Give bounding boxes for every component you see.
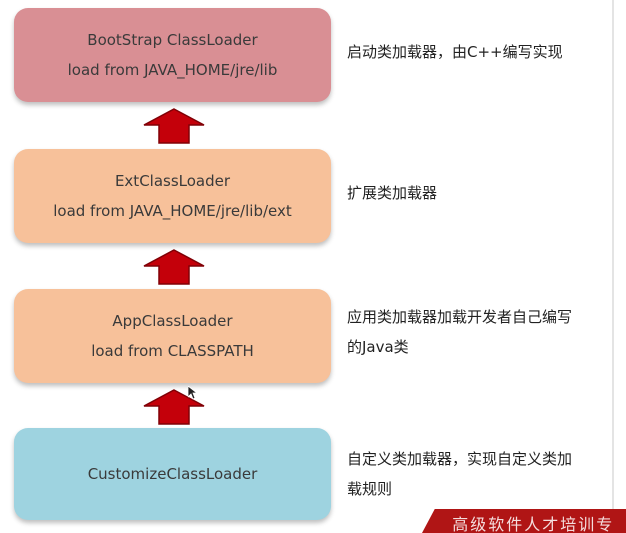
app-classloader-note: 应用类加载器加载开发者自己编写 的Java类: [347, 302, 612, 362]
note-line: 应用类加载器加载开发者自己编写: [347, 308, 573, 326]
customize-classloader-name: CustomizeClassLoader: [87, 465, 258, 483]
watermark-text: 高级软件人才培训专: [452, 515, 615, 533]
up-arrow-icon: [143, 389, 205, 425]
ext-classloader-name: ExtClassLoader: [114, 172, 231, 190]
bootstrap-classloader-box: BootStrap ClassLoader load from JAVA_HOM…: [14, 8, 331, 102]
up-arrow-icon: [143, 108, 205, 144]
bootstrap-classloader-name: BootStrap ClassLoader: [87, 31, 258, 49]
watermark-banner: 高级软件人才培训专: [422, 509, 626, 533]
bootstrap-classloader-detail: load from JAVA_HOME/jre/lib: [67, 61, 278, 79]
note-line: 载规则: [347, 480, 393, 498]
ext-classloader-note: 扩展类加载器: [347, 178, 612, 208]
app-classloader-detail: load from CLASSPATH: [91, 342, 254, 360]
ext-classloader-detail: load from JAVA_HOME/jre/lib/ext: [53, 202, 292, 220]
app-classloader-name: AppClassLoader: [112, 312, 233, 330]
bootstrap-classloader-note: 启动类加载器，由C++编写实现: [347, 37, 612, 67]
note-line: 的Java类: [347, 338, 409, 356]
up-arrow-icon: [143, 249, 205, 285]
note-line: 扩展类加载器: [347, 184, 438, 202]
app-classloader-box: AppClassLoader load from CLASSPATH: [14, 289, 331, 383]
customize-classloader-box: CustomizeClassLoader: [14, 428, 331, 520]
right-edge-divider: [612, 0, 614, 529]
ext-classloader-box: ExtClassLoader load from JAVA_HOME/jre/l…: [14, 149, 331, 243]
note-line: 启动类加载器，由C++编写实现: [347, 43, 563, 61]
note-line: 自定义类加载器，实现自定义类加: [347, 450, 573, 468]
customize-classloader-note: 自定义类加载器，实现自定义类加 载规则: [347, 444, 612, 504]
mouse-pointer-icon: [188, 386, 198, 400]
